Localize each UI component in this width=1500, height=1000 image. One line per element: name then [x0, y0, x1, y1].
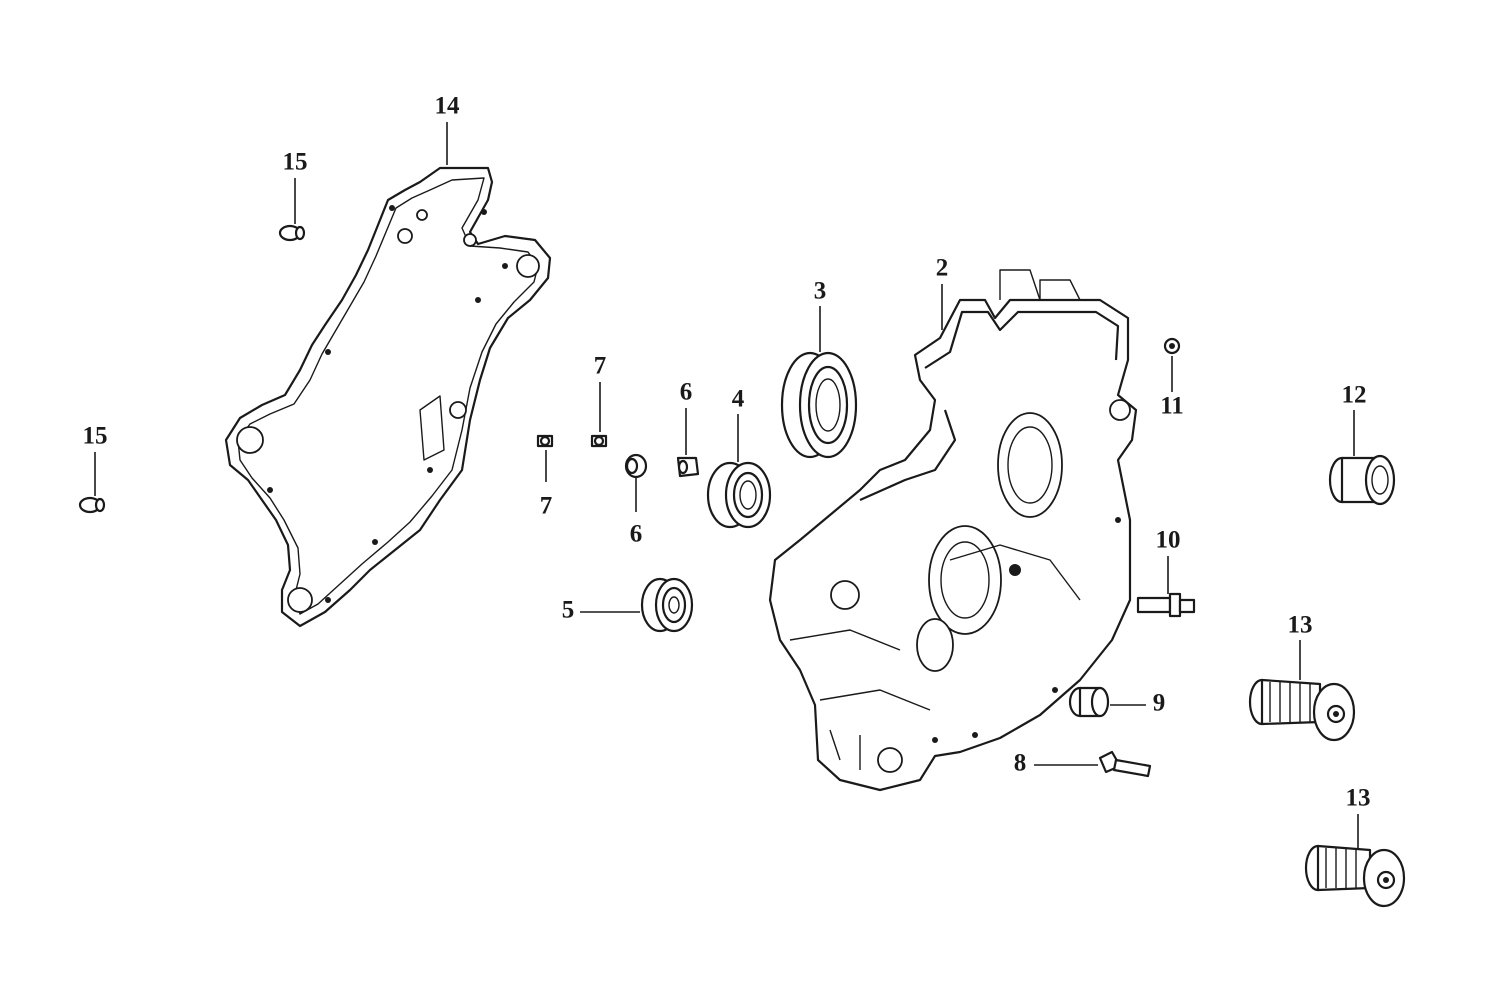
callout-7-upper: 7 — [594, 353, 607, 380]
callout-2: 2 — [936, 255, 949, 282]
crankcase-part — [768, 269, 1138, 792]
callout-7-lower: 7 — [540, 493, 553, 520]
callout-10: 10 — [1156, 527, 1181, 554]
callout-5: 5 — [562, 597, 575, 624]
callout-14: 14 — [435, 93, 461, 120]
bushing-b — [676, 456, 700, 478]
bearing-4 — [706, 461, 772, 529]
dowel-pin-left — [78, 496, 106, 514]
callout-13-lower: 13 — [1346, 785, 1371, 812]
gasket-part — [224, 166, 552, 628]
splined-shaft-lower — [1304, 844, 1406, 908]
bushing-a — [624, 453, 648, 479]
callout-6-lower: 6 — [630, 521, 643, 548]
callout-15-left: 15 — [83, 423, 108, 450]
plug-11 — [1163, 337, 1181, 355]
callout-4: 4 — [732, 386, 745, 413]
callout-9: 9 — [1153, 690, 1166, 717]
splined-shaft-upper — [1248, 678, 1356, 742]
bushing-9 — [1068, 686, 1110, 718]
bearing-3 — [780, 351, 858, 459]
callout-3: 3 — [814, 278, 827, 305]
stud-bolt-8 — [1098, 750, 1152, 778]
bolt-small-b — [590, 434, 608, 448]
callout-6-upper: 6 — [680, 379, 693, 406]
callout-12: 12 — [1342, 382, 1367, 409]
bolt-10 — [1136, 592, 1196, 618]
bearing-5 — [640, 577, 694, 633]
callout-labels: 14 15 15 7 7 6 6 4 3 2 5 11 12 10 9 8 13… — [83, 93, 1371, 812]
callout-13-upper: 13 — [1288, 612, 1313, 639]
seal-cap-12 — [1328, 454, 1396, 506]
leader-lines — [94, 122, 1359, 848]
callout-15-upper: 15 — [283, 149, 308, 176]
callout-8: 8 — [1014, 750, 1027, 777]
callout-11: 11 — [1160, 393, 1184, 420]
dowel-pin-upper — [278, 224, 306, 242]
bolt-small-a — [536, 434, 554, 448]
